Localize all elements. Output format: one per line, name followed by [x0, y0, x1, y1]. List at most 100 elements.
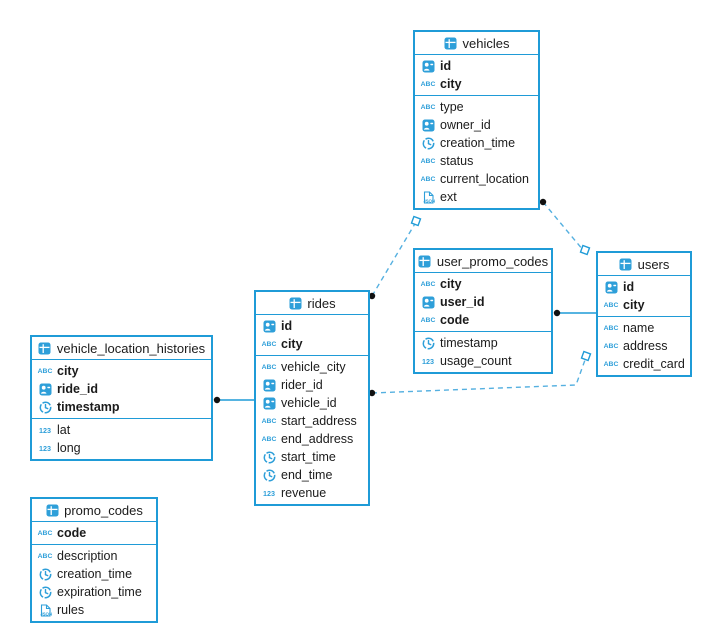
primary-key-section: ABC city ride_id timestamp [32, 360, 211, 419]
field-row-rider_id[interactable]: rider_id [256, 376, 368, 394]
field-name: vehicle_id [281, 396, 337, 410]
field-name: usage_count [440, 354, 512, 368]
field-name: city [440, 277, 462, 291]
abc-icon: ABC [261, 363, 277, 371]
123-icon: 123 [39, 443, 51, 453]
endpoint-square [410, 215, 422, 227]
field-row-ride_id[interactable]: ride_id [32, 380, 211, 398]
abc-icon: ABC [420, 157, 436, 165]
table-header-rides[interactable]: rides [256, 292, 368, 315]
field-row-timestamp[interactable]: timestamp [415, 334, 551, 352]
field-name: end_address [281, 432, 354, 446]
svg-text:JSON: JSON [423, 198, 435, 203]
relationship-vehicle_location_histories-rides[interactable] [213, 396, 254, 404]
field-name: current_location [440, 172, 529, 186]
123-icon: 123 [422, 356, 434, 366]
table-title: users [637, 256, 670, 272]
field-name: city [440, 77, 462, 91]
clock-icon [262, 451, 276, 464]
field-name: ride_id [57, 382, 98, 396]
json-icon: JSON [38, 603, 52, 617]
field-row-creation_time[interactable]: creation_time [32, 565, 156, 583]
abc-icon: ABC [37, 367, 53, 375]
field-name: city [57, 364, 79, 378]
relationship-vehicles-users[interactable] [539, 198, 591, 256]
abc-icon: ABC [420, 175, 436, 183]
field-name: type [440, 100, 464, 114]
clock-icon [421, 337, 435, 350]
field-row-expiration_time[interactable]: expiration_time [32, 583, 156, 601]
field-row-timestamp[interactable]: timestamp [32, 398, 211, 416]
field-row-owner_id[interactable]: owner_id [415, 116, 538, 134]
field-row-user_id[interactable]: user_id [415, 293, 551, 311]
field-name: user_id [440, 295, 485, 309]
relationship-user_promo_codes-users[interactable] [553, 309, 596, 317]
table-title: vehicles [462, 35, 510, 51]
field-name: id [281, 319, 293, 333]
field-name: start_time [281, 450, 336, 464]
field-name: rider_id [281, 378, 323, 392]
table-header-users[interactable]: users [598, 253, 690, 276]
endpoint-dot [553, 309, 561, 317]
table-icon [288, 297, 302, 310]
field-row-city[interactable]: ABC city [32, 362, 211, 380]
field-name: creation_time [57, 567, 133, 581]
field-row-current_location[interactable]: ABC current_location [415, 170, 538, 188]
field-name: address [623, 339, 668, 353]
table-header-vehicles[interactable]: vehicles [415, 32, 538, 55]
table-header-vehicle_location_histories[interactable]: vehicle_location_histories [32, 337, 211, 360]
field-row-start_time[interactable]: start_time [256, 448, 368, 466]
abc-icon: ABC [37, 529, 53, 537]
field-row-credit_card[interactable]: ABC credit_card [598, 355, 690, 373]
field-name: city [281, 337, 303, 351]
table-header-promo_codes[interactable]: promo_codes [32, 499, 156, 522]
field-name: timestamp [440, 336, 498, 350]
field-row-creation_time[interactable]: creation_time [415, 134, 538, 152]
field-row-id[interactable]: id [256, 317, 368, 335]
abc-icon: ABC [261, 417, 277, 425]
json-icon: JSON [421, 190, 435, 204]
table-title: promo_codes [64, 502, 143, 518]
field-row-vehicle_id[interactable]: vehicle_id [256, 394, 368, 412]
table-icon [619, 258, 633, 271]
field-name: rules [57, 603, 85, 617]
field-row-id[interactable]: id [415, 57, 538, 75]
field-name: revenue [281, 486, 327, 500]
table-icon [45, 504, 59, 517]
abc-icon: ABC [420, 280, 436, 288]
field-row-usage_count[interactable]: 123 usage_count [415, 352, 551, 370]
field-row-end_time[interactable]: end_time [256, 466, 368, 484]
field-row-id[interactable]: id [598, 278, 690, 296]
field-row-city[interactable]: ABC city [415, 275, 551, 293]
table-header-user_promo_codes[interactable]: user_promo_codes [415, 250, 551, 273]
abc-icon: ABC [603, 360, 619, 368]
field-name: credit_card [623, 357, 685, 371]
field-row-rules[interactable]: JSON rules [32, 601, 156, 619]
